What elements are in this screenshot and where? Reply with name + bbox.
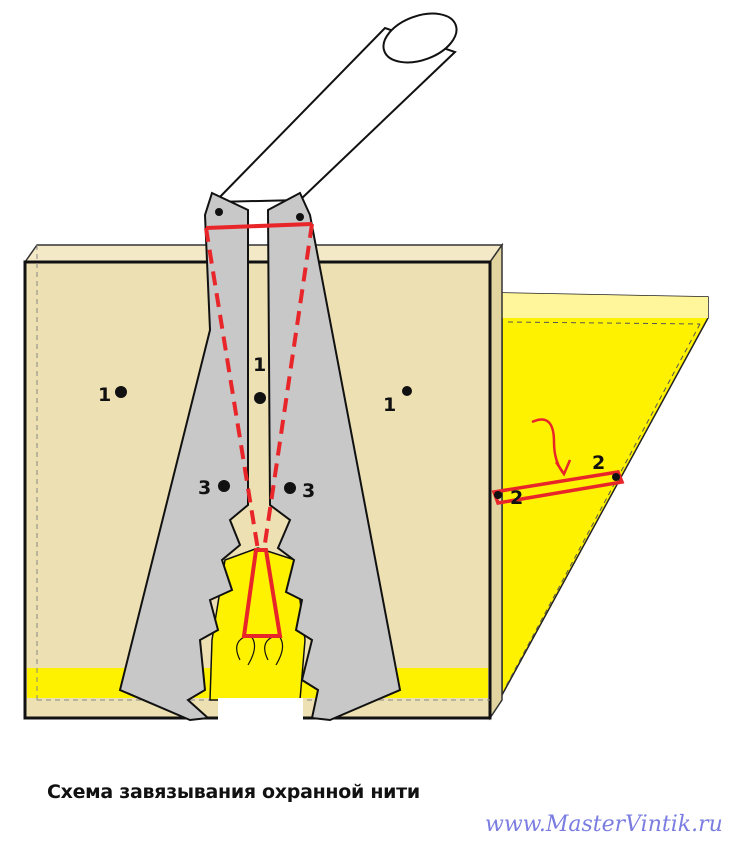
- left-blade: [118, 191, 249, 722]
- point-3-right-label: 3: [302, 480, 315, 502]
- point-3-left-label: 3: [198, 477, 211, 499]
- guard-thread: [204, 222, 625, 638]
- knot-area: [209, 547, 306, 722]
- point-1-left-label: 1: [98, 384, 111, 406]
- point-2-upper-label: 2: [592, 452, 605, 474]
- diagram-caption: Схема завязывания охранной нити: [47, 781, 420, 803]
- tube: [212, 12, 458, 204]
- watermark-link: www.MasterVintik.ru: [485, 812, 723, 837]
- point-1-right-label: 1: [383, 394, 396, 416]
- point-1-center-label: 1: [253, 354, 266, 376]
- yellow-side-plank: [501, 292, 709, 696]
- right-blade: [266, 191, 402, 722]
- point-2-lower-label: 2: [510, 487, 523, 509]
- points: [115, 208, 620, 499]
